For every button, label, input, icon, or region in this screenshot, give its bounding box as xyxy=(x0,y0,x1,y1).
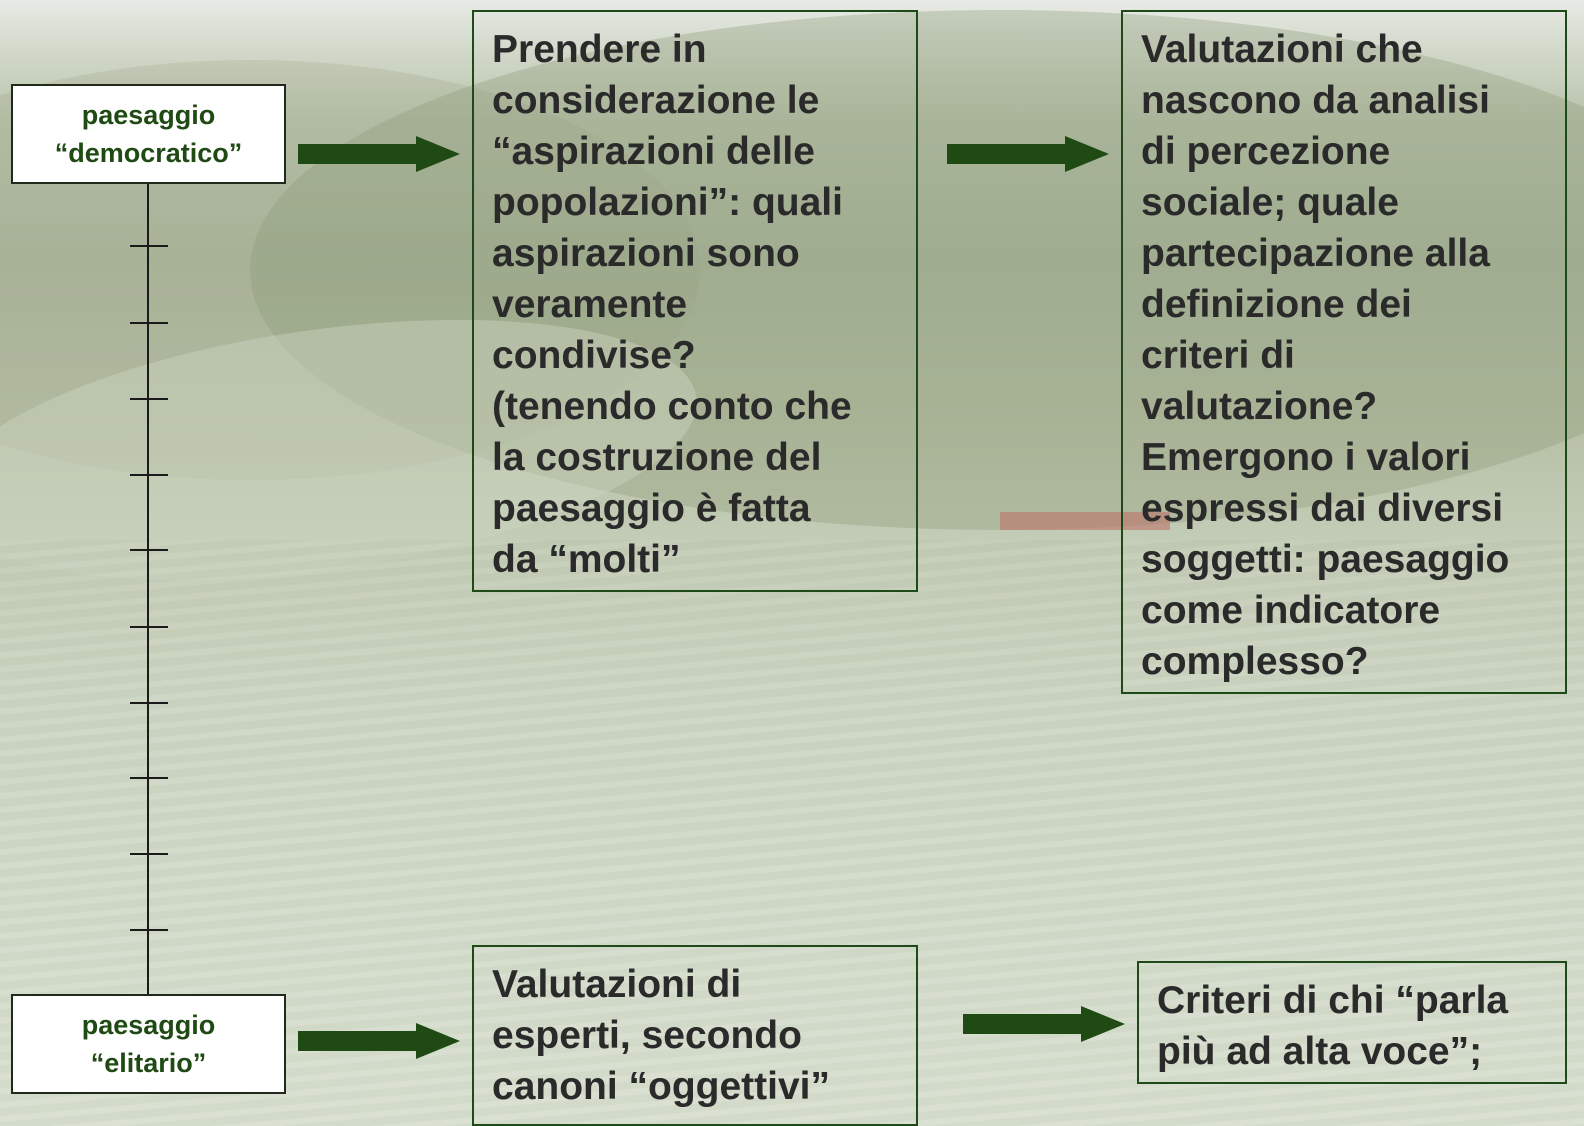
text-line: aspirazioni sono xyxy=(492,232,800,275)
scale-tick xyxy=(130,322,168,324)
scale-tick xyxy=(130,853,168,855)
text-line: espressi dai diversi xyxy=(1141,487,1504,530)
text-line: partecipazione alla xyxy=(1141,232,1490,275)
text-line: considerazione le xyxy=(492,79,820,122)
label-elitist-landscape: paesaggio “elitario” xyxy=(11,994,286,1094)
text-line: esperti, secondo xyxy=(492,1014,802,1057)
text-line: Valutazioni che xyxy=(1141,28,1423,71)
text-line: valutazione? xyxy=(1141,385,1378,428)
text-line: Valutazioni di xyxy=(492,963,742,1006)
scale-tick xyxy=(130,474,168,476)
expert-evaluation-box: Valutazioni di esperti, secondo canoni “… xyxy=(472,945,918,1126)
scale-tick xyxy=(130,549,168,551)
text-line: complesso? xyxy=(1141,640,1369,683)
label-elitist-line-2: “elitario” xyxy=(90,1048,207,1078)
scale-tick xyxy=(130,626,168,628)
scale-tick xyxy=(130,929,168,931)
text-line: “aspirazioni delle xyxy=(492,130,815,173)
scale-axis xyxy=(147,184,149,994)
text-line: canoni “oggettivi” xyxy=(492,1065,831,1108)
text-line: Prendere in xyxy=(492,28,707,71)
text-line: nascono da analisi xyxy=(1141,79,1490,122)
label-democratic-line-1: paesaggio xyxy=(81,100,216,130)
text-line: definizione dei xyxy=(1141,283,1412,326)
arrow-right-icon xyxy=(298,1023,460,1059)
text-line: Criteri di chi “parla xyxy=(1157,979,1509,1022)
text-line: (tenendo conto che xyxy=(492,385,852,428)
text-line: soggetti: paesaggio xyxy=(1141,538,1510,581)
label-democratic-line-2: “democratico” xyxy=(54,138,243,168)
text-line: sociale; quale xyxy=(1141,181,1399,224)
text-line: condivise? xyxy=(492,334,696,377)
text-line: veramente xyxy=(492,283,688,326)
text-line: di percezione xyxy=(1141,130,1391,173)
scale-tick xyxy=(130,398,168,400)
democratic-aspirations-box: Prendere in considerazione le “aspirazio… xyxy=(472,10,918,592)
text-line: come indicatore xyxy=(1141,589,1441,632)
text-line: la costruzione del xyxy=(492,436,822,479)
scale-tick xyxy=(130,777,168,779)
arrow-right-icon xyxy=(963,1006,1125,1042)
label-democratic-landscape: paesaggio “democratico” xyxy=(11,84,286,184)
text-line: Emergono i valori xyxy=(1141,436,1471,479)
loudest-voice-box: Criteri di chi “parla più ad alta voce”; xyxy=(1137,961,1567,1084)
text-line: da “molti” xyxy=(492,538,681,581)
arrow-right-icon xyxy=(947,136,1109,172)
text-line: criteri di xyxy=(1141,334,1295,377)
text-line: paesaggio è fatta xyxy=(492,487,811,530)
scale-tick xyxy=(130,702,168,704)
scale-tick xyxy=(130,245,168,247)
arrow-right-icon xyxy=(298,136,460,172)
label-elitist-line-1: paesaggio xyxy=(81,1010,216,1040)
text-line: popolazioni”: quali xyxy=(492,181,843,224)
social-perception-box: Valutazioni che nascono da analisi di pe… xyxy=(1121,10,1567,694)
text-line: più ad alta voce”; xyxy=(1157,1030,1483,1073)
